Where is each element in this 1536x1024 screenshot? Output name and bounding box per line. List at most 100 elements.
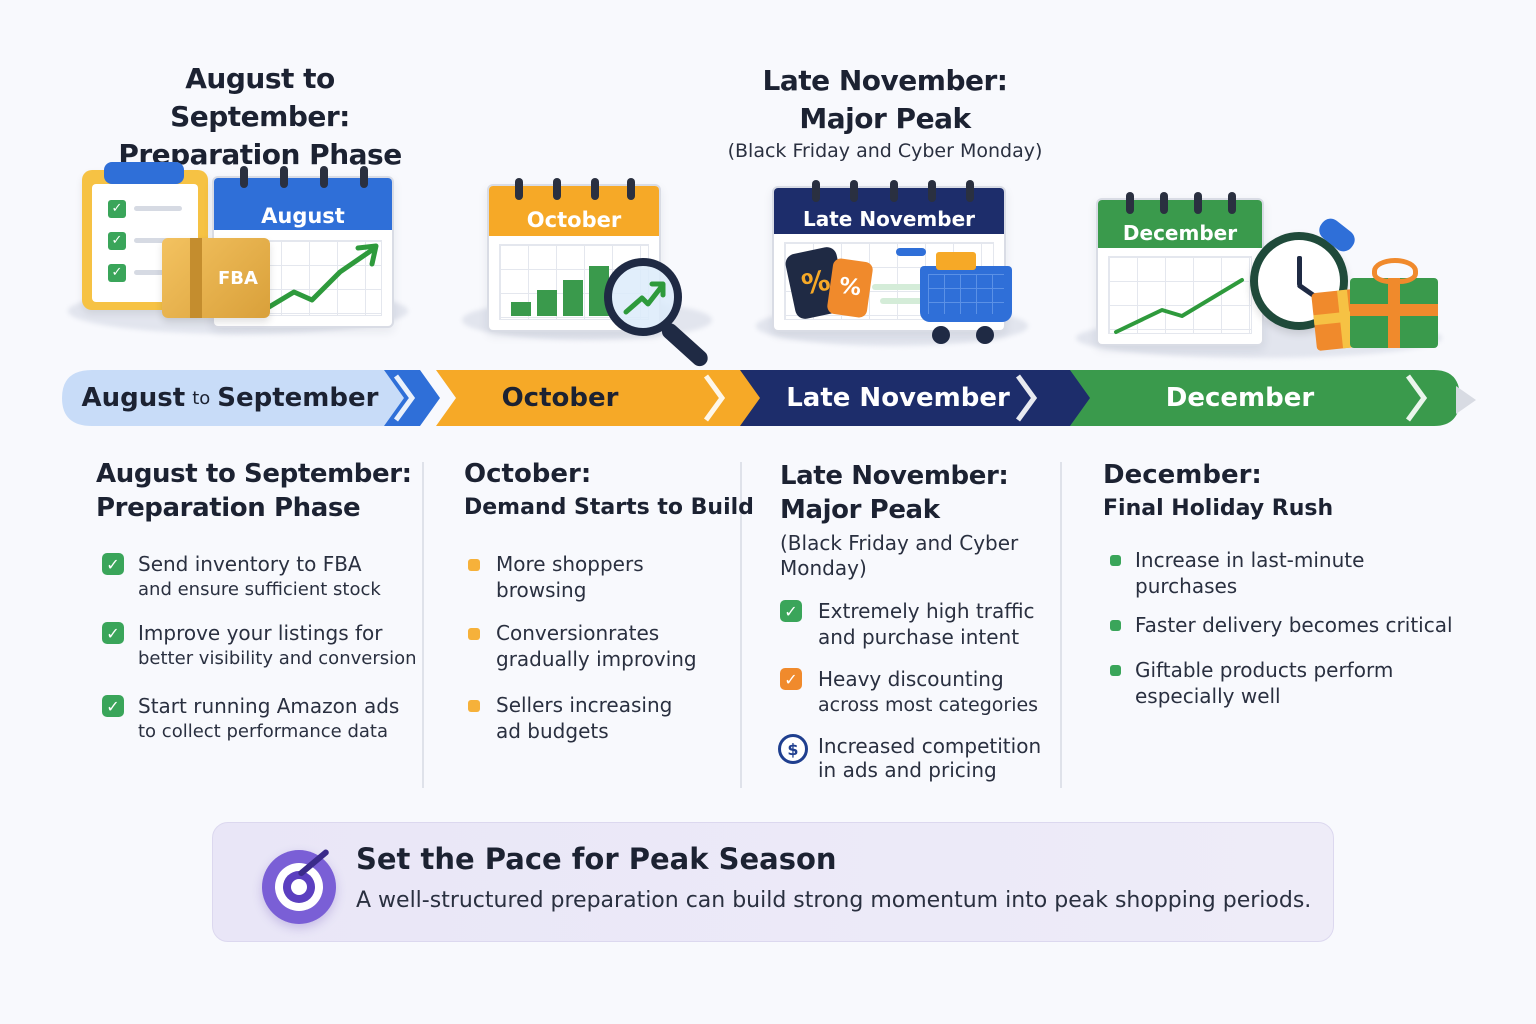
timeline-label-september: September (217, 383, 379, 413)
column-divider (1060, 462, 1062, 788)
list-item-line2: across most categories (818, 694, 1039, 716)
speed-lines-icon (880, 298, 926, 304)
column-subtitle: (Black Friday and Cyber Monday) (780, 531, 1018, 581)
bullet-icon (468, 700, 480, 712)
list-item: ✓ Improve your listings for better visib… (102, 620, 417, 672)
check-icon: ✓ (780, 668, 802, 690)
column-title-october: October: Demand Starts to Build (464, 457, 754, 525)
december-calendar-icon: December (1096, 198, 1264, 346)
cart-wheel-icon (976, 326, 994, 344)
column-title-line2: Preparation Phase (96, 493, 361, 523)
list-item-line1: Heavy discounting (818, 667, 1004, 691)
fba-box-label: FBA (218, 268, 258, 289)
list-item: ✓ Extremely high traffic and purchase in… (780, 598, 1035, 650)
list-item-line2: better visibility and conversion (138, 648, 417, 669)
column-subtitle-line2: Monday) (780, 556, 867, 580)
list-item-line1: Improve your listings for (138, 621, 383, 645)
list-item-line1: Send inventory to FBA (138, 552, 362, 576)
column-subtitle-line1: (Black Friday and Cyber (780, 531, 1019, 555)
list-item: Giftable products perform especially wel… (1110, 657, 1393, 709)
cart-handle-icon (896, 248, 926, 256)
list-item: Conversionrates gradually improving (468, 620, 697, 672)
column-divider (422, 462, 424, 788)
list-item: Sellers increasing ad budgets (468, 692, 672, 744)
check-icon: ✓ (780, 600, 802, 622)
gift-bow-icon (1372, 258, 1418, 284)
timeline-segment-late-november: Late November (760, 370, 1036, 426)
december-growth-arrow-icon (1114, 278, 1244, 334)
list-item: ✓ Send inventory to FBA and ensure suffi… (102, 551, 381, 603)
clipboard-clip-icon (104, 162, 184, 184)
timeline-segment-october: October (440, 370, 680, 426)
magnifier-icon (604, 258, 682, 336)
list-item-line1: Increased competition (818, 734, 1042, 758)
timeline-label-october: October (501, 383, 619, 413)
gift-icon (1350, 278, 1438, 348)
summary-banner (212, 822, 1334, 942)
list-item-line1: Conversionrates (496, 621, 660, 645)
list-item: ✓ Heavy discounting across most categori… (780, 666, 1038, 718)
list-item-line1: More shoppers (496, 552, 644, 576)
list-item-line1: Sellers increasing (496, 693, 673, 717)
august-growth-arrow-icon (261, 243, 379, 313)
list-item-line2: purchases (1135, 574, 1238, 598)
list-item: Increase in last-minute purchases (1110, 547, 1364, 599)
list-item: Faster delivery becomes critical (1110, 612, 1453, 638)
cart-item-icon (936, 252, 976, 270)
check-icon: ✓ (102, 622, 124, 644)
list-item-line2: especially well (1135, 684, 1281, 708)
check-icon: ✓ (102, 695, 124, 717)
list-item: $ Increased competition in ads and prici… (778, 734, 1041, 782)
list-item-line2: to collect performance data (138, 721, 388, 742)
bullet-icon (468, 559, 480, 571)
column-title-line2: Demand Starts to Build (464, 495, 754, 520)
top-center-heading-line1: Late November: (762, 64, 1009, 97)
list-item-line2: and purchase intent (818, 625, 1020, 649)
top-left-heading: August to September: Preparation Phase (100, 60, 420, 174)
column-title-line2: Final Holiday Rush (1103, 496, 1334, 521)
bullet-icon (1110, 555, 1121, 566)
timeline-label-december: December (1165, 383, 1315, 413)
top-center-heading-line2: Major Peak (799, 102, 971, 135)
banner-title: Set the Pace for Peak Season (356, 842, 837, 876)
timeline-label-late-november: Late November (786, 383, 1010, 413)
timeline-label-august: August (81, 383, 186, 413)
column-title-december: December: Final Holiday Rush (1103, 458, 1333, 526)
list-item: More shoppers browsing (468, 551, 644, 603)
list-item-line2: in ads and pricing (818, 758, 997, 782)
dollar-coin-icon: $ (778, 734, 808, 764)
top-center-subtitle: (Black Friday and Cyber Monday) (727, 140, 1043, 162)
shopping-cart-icon (920, 266, 1012, 322)
column-title-line1: Late November: (780, 461, 1009, 491)
column-title-aug-sep: August to September: Preparation Phase (96, 457, 412, 525)
speed-lines-icon (872, 284, 928, 290)
list-item-line2: and ensure sufficient stock (138, 579, 381, 600)
column-title-line2: Major Peak (780, 495, 940, 525)
list-item-line1: Start running Amazon ads (138, 694, 400, 718)
list-item: ✓ Start running Amazon ads to collect pe… (102, 693, 399, 745)
list-item-line2: browsing (496, 578, 587, 602)
list-item-line2: gradually improving (496, 647, 697, 671)
bullet-icon (468, 628, 480, 640)
clipboard-checklist-icon: ✓ ✓ ✓ (82, 170, 208, 310)
december-calendar-header: December (1098, 200, 1262, 248)
bullet-icon (1110, 620, 1121, 631)
check-icon: ✓ (102, 553, 124, 575)
list-item-line1: Faster delivery becomes critical (1135, 613, 1453, 637)
bullet-icon (1110, 665, 1121, 676)
top-center-heading: Late November: Major Peak (730, 62, 1040, 138)
list-item-line1: Giftable products perform (1135, 658, 1394, 682)
list-item-line1: Increase in last-minute (1135, 548, 1365, 572)
column-title-late-november: Late November: Major Peak (780, 459, 1009, 527)
column-divider (740, 462, 742, 788)
banner-text: A well-structured preparation can build … (356, 888, 1312, 913)
fba-box-icon: FBA (162, 238, 270, 318)
column-title-line1: December: (1103, 460, 1262, 490)
timeline-label-to: to (192, 387, 211, 409)
column-title-line1: August to September: (96, 459, 412, 489)
target-icon (262, 848, 336, 924)
cart-wheel-icon (932, 326, 950, 344)
list-item-line2: ad budgets (496, 719, 609, 743)
timeline-segment-december: December (1090, 370, 1390, 426)
